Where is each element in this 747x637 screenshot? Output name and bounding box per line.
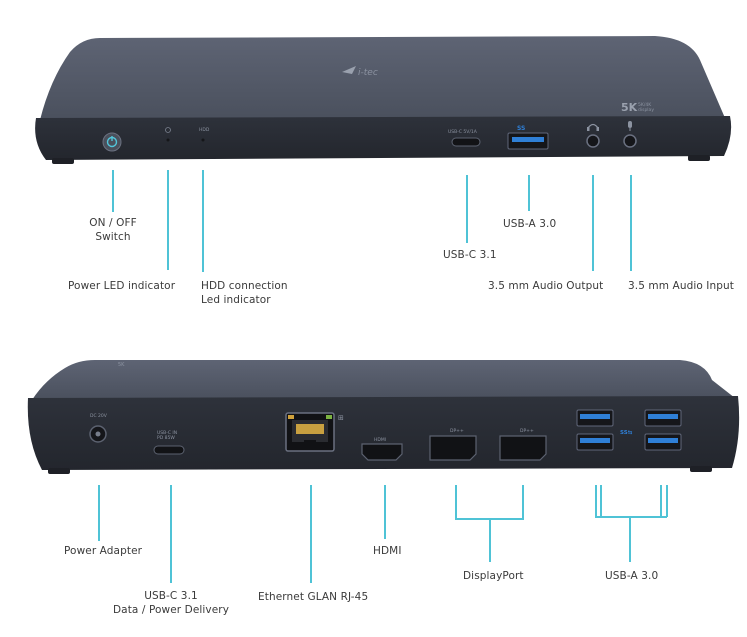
usba-front-port[interactable] <box>507 132 549 150</box>
callout-line-hdmi <box>384 485 386 539</box>
label-hdmi: HDMI <box>373 545 402 557</box>
badge-5k: 5K <box>621 101 638 114</box>
hdd-led-text: HDD <box>199 127 210 133</box>
front-dock-image: i-tec 5K 5K/4K display HDD USB-C 5V/1A S… <box>35 36 732 164</box>
label-displayport: DisplayPort <box>463 570 524 582</box>
power-button[interactable] <box>102 132 122 152</box>
label-usbc-pd: USB-C 3.1 Data / Power Delivery <box>112 590 230 616</box>
callout-line-dp2 <box>522 485 524 519</box>
callout-line-usba-front <box>528 175 530 211</box>
label-ethernet: Ethernet GLAN RJ-45 <box>258 591 369 603</box>
callout-line-audio-in <box>630 175 632 271</box>
dp1-text: DP++ <box>450 428 464 434</box>
usbc-pd-port[interactable] <box>153 445 185 455</box>
back-top-text: 5K <box>118 362 125 368</box>
callout-line-onoff <box>112 170 114 212</box>
callout-line-usba-stem <box>629 516 631 562</box>
usb-ss-logo: SS <box>517 125 525 132</box>
back-dock-image: 5K DC 20V USB-C IN PD 85W ⊞ HDMI DP++ DP… <box>27 360 740 474</box>
badge-sub-2: display <box>638 107 654 113</box>
hdmi-text: HDMI <box>374 437 386 443</box>
usbc-front-port[interactable] <box>451 137 481 147</box>
usba-port-3[interactable] <box>644 409 682 427</box>
label-audio-output: 3.5 mm Audio Output <box>488 280 604 292</box>
dc-text: DC 20V <box>90 413 108 419</box>
displayport-2[interactable] <box>499 435 547 461</box>
pd-text-1: USB-C IN <box>157 430 177 436</box>
ethernet-port[interactable] <box>285 412 335 452</box>
callout-line-usba-1 <box>595 485 597 517</box>
usba-port-4[interactable] <box>644 433 682 451</box>
brand-text: i-tec <box>358 68 378 78</box>
badge-sub-1: 5K/4K <box>638 102 652 108</box>
label-audio-input: 3.5 mm Audio Input <box>628 280 735 292</box>
audio-out-jack[interactable] <box>586 134 600 148</box>
microphone-icon <box>628 121 632 131</box>
callout-line-usbc-pd <box>170 485 172 583</box>
label-power-led: Power LED indicator <box>68 280 176 292</box>
displayport-1[interactable] <box>429 435 477 461</box>
power-led-icon <box>165 127 171 142</box>
callout-line-power-adapter <box>98 485 100 541</box>
dc-power-jack[interactable] <box>89 425 107 443</box>
label-power-adapter: Power Adapter <box>64 545 143 557</box>
audio-in-jack[interactable] <box>623 134 637 148</box>
dp2-text: DP++ <box>520 428 534 434</box>
callout-line-dp1 <box>455 485 457 519</box>
callout-line-usba-4 <box>666 485 668 517</box>
callout-bracket-usba <box>595 516 667 518</box>
callout-line-dp-stem <box>489 518 491 562</box>
brand-logo: i-tec <box>342 66 378 78</box>
hdd-led <box>201 138 205 142</box>
network-icon: ⊞ <box>338 414 344 422</box>
label-usbc-front: USB-C 3.1 <box>443 249 497 261</box>
pd-text-2: PD 85W <box>157 435 175 441</box>
hdmi-port[interactable] <box>361 443 403 461</box>
usbc-front-text: USB-C 5V/1A <box>448 129 478 135</box>
usba-port-1[interactable] <box>576 409 614 427</box>
label-usba-front: USB-A 3.0 <box>503 218 557 230</box>
headphone-icon <box>587 123 599 131</box>
usba-port-2[interactable] <box>576 433 614 451</box>
callout-line-usbc-front <box>466 175 468 243</box>
label-hdd-led: HDD connection Led indicator <box>201 280 288 306</box>
callout-line-ethernet <box>310 485 312 583</box>
label-onoff-switch: ON / OFF Switch <box>89 217 137 243</box>
callout-line-power-led <box>167 170 169 270</box>
callout-line-usba-3 <box>660 485 662 517</box>
callout-line-audio-out <box>592 175 594 271</box>
callout-line-hdd-led <box>202 170 204 272</box>
label-usba-back: USB-A 3.0 <box>605 570 659 582</box>
usb-ss-logo-back: SS⇆ <box>620 430 633 436</box>
callout-line-usba-2 <box>600 485 602 517</box>
